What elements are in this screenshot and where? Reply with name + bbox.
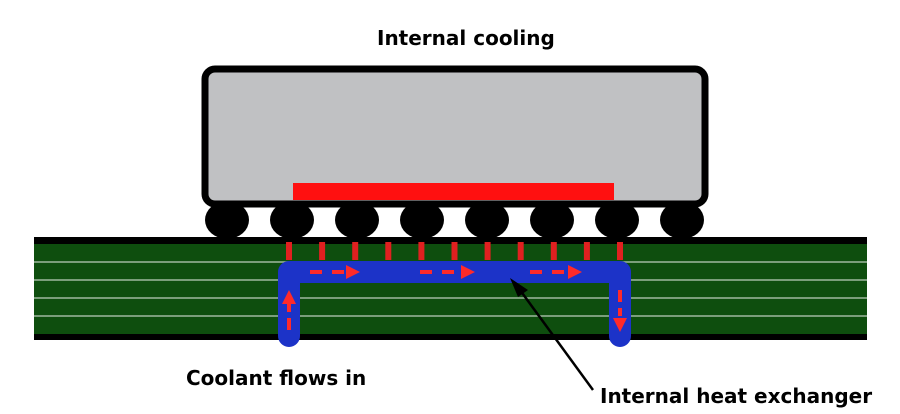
solder-ball (205, 201, 249, 239)
solder-ball (660, 201, 704, 239)
solder-ball (270, 201, 314, 239)
thermal-via (617, 242, 623, 260)
thermal-via (550, 242, 557, 260)
pointer-arrowhead (510, 278, 528, 297)
thermal-via (583, 242, 590, 260)
thermal-via (517, 242, 524, 260)
flow-arrow-right (568, 265, 582, 279)
solder-ball (400, 201, 444, 239)
flow-dash (287, 318, 291, 330)
pcb-core (34, 244, 867, 334)
solder-ball (335, 201, 379, 239)
diagram-title: Internal cooling (377, 26, 555, 50)
thermal-via (352, 242, 359, 260)
thermal-via (385, 242, 392, 260)
thermal-via (418, 242, 425, 260)
chip-package (201, 65, 709, 208)
exchanger-label: Internal heat exchanger (600, 384, 873, 408)
inlet-label: Coolant flows in (186, 366, 367, 390)
solder-ball (595, 201, 639, 239)
solder-ball (465, 201, 509, 239)
flow-arrow-right (461, 265, 475, 279)
flow-arrow-down (613, 318, 627, 332)
flow-arrow-right (346, 265, 360, 279)
thermal-via (319, 242, 326, 260)
solder-ball (530, 201, 574, 239)
heat-source-die (293, 183, 614, 200)
flow-arrow-up (282, 290, 296, 304)
flow-dash (287, 304, 291, 312)
flow-dash (332, 270, 344, 274)
thermal-via (451, 242, 458, 260)
thermal-via (286, 242, 292, 260)
thermal-via (484, 242, 491, 260)
flow-dash (530, 270, 542, 274)
flow-dash (618, 308, 622, 316)
pointer-line (518, 289, 595, 391)
flow-dash (552, 270, 564, 274)
flow-dash (420, 270, 432, 274)
flow-dash (618, 290, 622, 302)
flow-dash (310, 270, 322, 274)
flow-dash (442, 270, 454, 274)
